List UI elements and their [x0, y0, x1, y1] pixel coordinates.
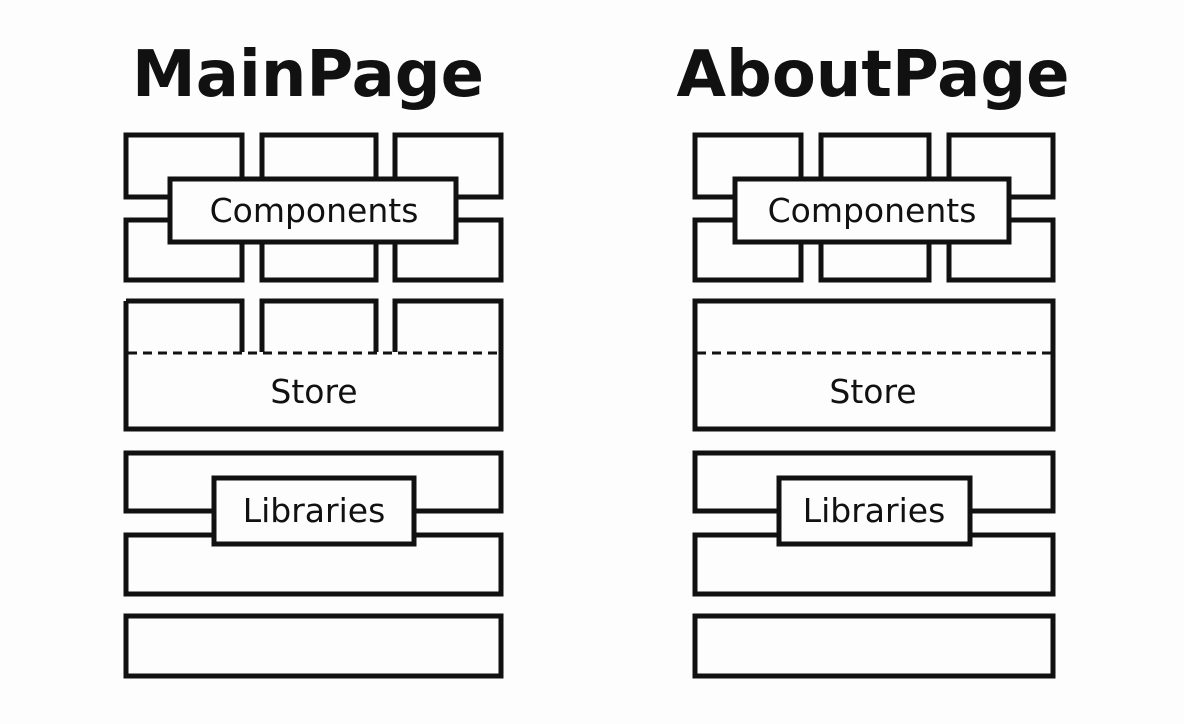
main-components-box [167, 176, 459, 245]
about-libraries-box [776, 475, 973, 547]
main-components-label: Components [210, 191, 419, 230]
main-store-label: Store [270, 372, 357, 411]
main-store-layer: Store [123, 298, 504, 432]
about-page-title: AboutPage [676, 38, 1069, 112]
main-page-column: MainPage Components Store Libraries [123, 38, 504, 679]
main-libraries-box [211, 475, 417, 547]
main-libraries-label: Libraries [243, 491, 386, 530]
about-components-layer: Components [692, 132, 1056, 283]
about-page-column: AboutPage Components Store Libraries [676, 38, 1070, 679]
about-store-label: Store [829, 372, 916, 411]
about-libraries-label: Libraries [803, 491, 946, 530]
main-base-layer [123, 613, 504, 679]
about-components-box [732, 176, 1012, 245]
main-store-box [123, 298, 504, 432]
about-components-label: Components [768, 191, 977, 230]
about-store-layer: Store [692, 298, 1056, 432]
about-base-layer [692, 613, 1056, 679]
main-components-layer: Components [123, 132, 504, 283]
main-page-title: MainPage [132, 38, 484, 112]
about-libraries-layer: Libraries [692, 450, 1056, 597]
main-libraries-layer: Libraries [123, 450, 504, 597]
about-store-box [692, 298, 1056, 432]
